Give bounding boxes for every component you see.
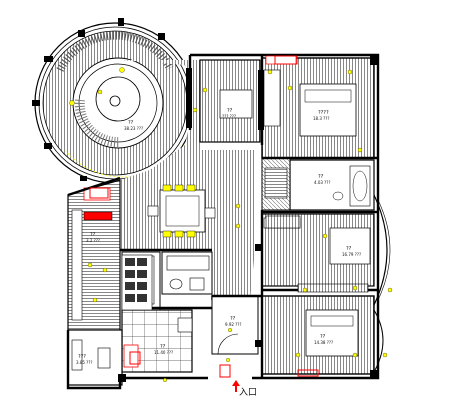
light-fixture-icon	[352, 285, 358, 291]
round-terrace: ?? 38.23 ???	[32, 18, 196, 184]
east-bay-window	[373, 194, 391, 373]
light-fixture-icon	[295, 352, 301, 358]
bed1-label: ??	[227, 108, 233, 114]
terrace-post	[158, 33, 165, 40]
light-fixture-icon	[267, 69, 273, 75]
entrance-label: 入口	[239, 387, 257, 398]
foyer: ?? 9.92 ???	[211, 295, 259, 355]
light-fixture-icon	[119, 67, 125, 73]
kitchen-area: 11.40 ???	[154, 350, 173, 355]
west-hall: ?? 3.2 ???	[67, 179, 121, 331]
light-fixture-icon	[382, 352, 388, 358]
bedroom-southeast: ?? 14.38 ???	[261, 295, 375, 375]
light-fixture-icon	[347, 69, 353, 75]
dining-table	[147, 184, 216, 238]
light-fixture-icon	[163, 378, 167, 382]
light-fixture-icon	[302, 287, 308, 293]
wardrobe-accent	[83, 211, 113, 221]
terrace-balustrade	[56, 31, 174, 72]
storage-label: ???	[78, 354, 86, 360]
light-fixture-icon	[352, 352, 358, 358]
terrace-area: 38.23 ???	[124, 126, 143, 131]
structural-columns	[118, 55, 378, 382]
light-fixture-icon	[322, 233, 328, 239]
light-fixture-icon	[235, 203, 241, 209]
light-fixture-icon	[102, 267, 108, 273]
light-fixture-icon	[92, 297, 98, 303]
light-fixtures	[69, 67, 393, 382]
red-accents	[89, 55, 319, 378]
arrow-up-icon	[232, 380, 240, 392]
foyer-label: ??	[230, 316, 236, 322]
bath1-area: 4.03 ???	[314, 180, 331, 185]
study-label: ??	[90, 232, 96, 238]
light-fixture-icon	[192, 107, 198, 113]
light-fixture-icon	[357, 147, 363, 153]
bed3-label: ??	[320, 334, 326, 340]
bed3-area: 14.38 ???	[314, 340, 333, 345]
light-fixture-icon	[387, 287, 393, 293]
master-bedroom: ???? 18.3 ???	[261, 57, 375, 159]
storage-room: ??? 3.85 ???	[67, 329, 139, 386]
light-fixture-icon	[97, 89, 103, 95]
guest-bathroom	[161, 251, 213, 295]
light-fixture-icon	[235, 223, 241, 229]
wardrobe-stripes	[264, 55, 369, 293]
storage-area: 3.85 ???	[76, 360, 93, 365]
light-fixture-icon	[87, 262, 93, 268]
study-area: 3.2 ???	[86, 238, 100, 243]
terrace-post	[44, 56, 53, 62]
light-fixture-icon	[287, 85, 293, 91]
terrace-label: ??	[128, 120, 134, 126]
bed2-label: ??	[346, 246, 352, 252]
left-hall-dining-set	[121, 254, 153, 311]
terrace-post	[80, 176, 87, 181]
master-label: ????	[318, 110, 329, 116]
bed2-area: 16.79 ???	[342, 252, 361, 257]
master-area: 18.3 ???	[313, 116, 330, 121]
bath1-label: ??	[318, 174, 324, 180]
light-fixture-icon	[228, 328, 232, 332]
light-fixture-icon	[226, 358, 230, 362]
light-fixture-icon	[69, 100, 75, 106]
light-fixture-icon	[202, 87, 208, 93]
kitchen-label: ??	[160, 344, 166, 350]
master-bathroom: ?? 4.03 ???	[289, 159, 375, 211]
terrace-post	[118, 18, 124, 26]
entrance-marker: 入口	[232, 380, 257, 398]
terrace-post	[32, 100, 40, 106]
terrace-post	[78, 30, 85, 37]
bedroom-north: ?? ??? ???	[199, 59, 261, 143]
bed1-area: ??? ???	[222, 114, 236, 119]
foyer-area: 9.92 ???	[225, 322, 242, 327]
terrace-post	[44, 143, 52, 149]
entry-door-swing	[217, 333, 239, 355]
